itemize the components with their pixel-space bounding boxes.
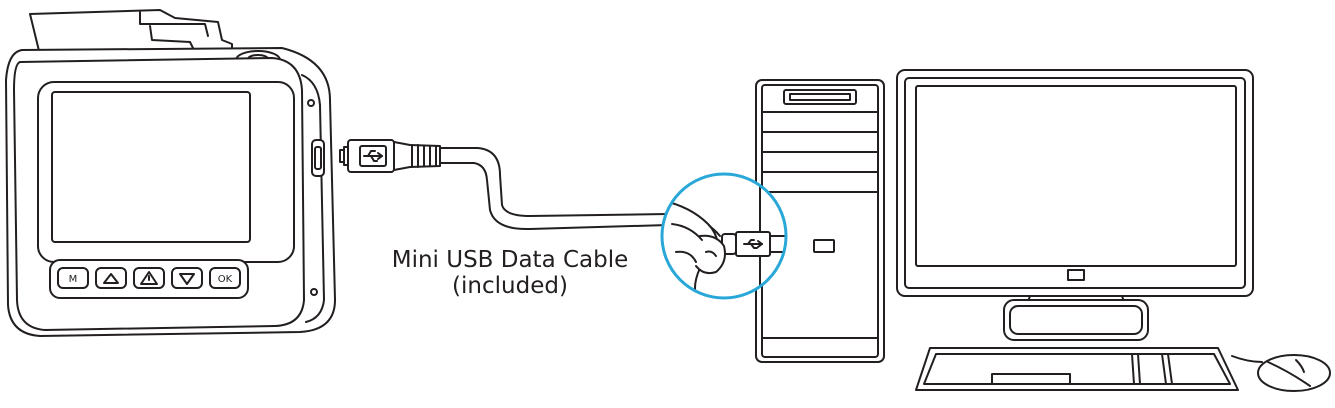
usb-a-plug-icon xyxy=(721,231,786,257)
cable-label-line2: (included) xyxy=(452,273,568,299)
warning-triangle-icon xyxy=(140,271,158,285)
dashcam-button-ok[interactable]: OK xyxy=(209,267,241,289)
mini-usb-port xyxy=(311,139,325,177)
mouse-icon xyxy=(1231,354,1331,392)
button-ok-label: OK xyxy=(218,274,233,285)
tower-usb-port xyxy=(813,239,835,253)
dashcam-button-m[interactable]: M xyxy=(57,267,89,289)
dashcam-screen xyxy=(51,91,251,243)
cable-label: Mini USB Data Cable (included) xyxy=(380,247,640,299)
button-m-label: M xyxy=(69,274,78,285)
optical-drive xyxy=(783,89,857,105)
dashcam-button-emergency[interactable] xyxy=(133,267,165,289)
dashcam-button-up[interactable] xyxy=(95,267,127,289)
usb-icon xyxy=(359,145,387,167)
mini-usb-plug-icon xyxy=(343,146,349,166)
dashcam-button-down[interactable] xyxy=(171,267,203,289)
up-triangle-icon xyxy=(103,273,119,284)
callout-circle xyxy=(660,172,788,300)
monitor-icon xyxy=(896,69,1254,341)
monitor-power-button xyxy=(1067,269,1085,281)
down-triangle-icon xyxy=(179,273,195,285)
dashcam: M OK xyxy=(5,9,336,337)
keyboard-icon xyxy=(915,347,1239,391)
computer-tower-icon xyxy=(755,79,885,363)
cable-label-line1: Mini USB Data Cable xyxy=(391,247,629,273)
mini-usb-cable xyxy=(339,139,669,231)
monitor-screen xyxy=(915,85,1237,267)
